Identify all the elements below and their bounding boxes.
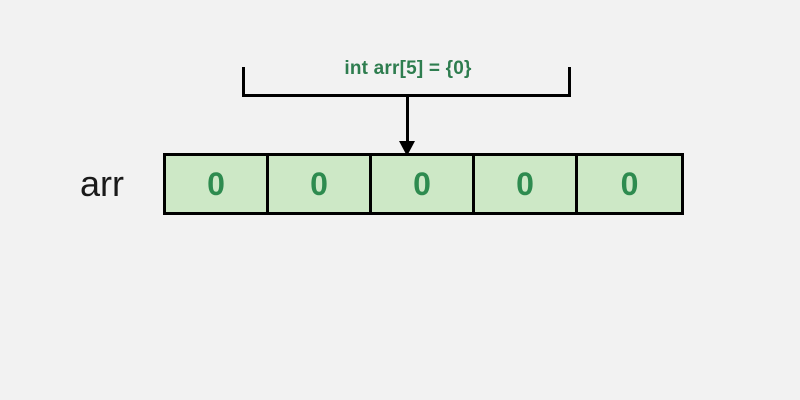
array-container: 0 0 0 0 0: [163, 153, 684, 215]
array-cell-value: 0: [516, 166, 534, 202]
array-cell-value: 0: [207, 166, 225, 202]
array-cell: 0: [269, 156, 372, 212]
array-name-label: arr: [80, 163, 124, 204]
array-cell: 0: [166, 156, 269, 212]
array-cell-value: 0: [620, 166, 639, 202]
down-arrow-icon: [399, 141, 415, 156]
annotation-bracket: [242, 67, 571, 97]
pointer-arrow-stem: [406, 97, 409, 143]
array-cell: 0: [372, 156, 475, 212]
array-cell: 0: [578, 156, 681, 212]
array-cell-value: 0: [310, 166, 328, 202]
array-cell-value: 0: [413, 166, 431, 202]
array-declaration-label: int arr[5] = {0}: [344, 58, 472, 79]
array-cell: 0: [475, 156, 578, 212]
